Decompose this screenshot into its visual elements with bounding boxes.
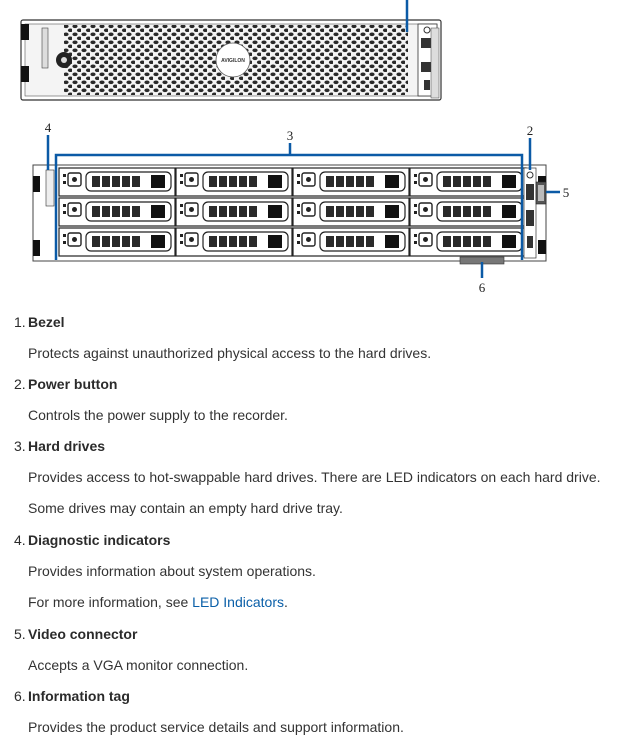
item-number: 4. [14, 532, 26, 548]
led-indicators-link[interactable]: LED Indicators [192, 594, 284, 610]
list-item-diagnostic-indicators: 4. Diagnostic indicators Provides inform… [0, 524, 631, 618]
item-title: Video connector [28, 626, 138, 642]
drive-tray [175, 167, 293, 197]
item-description: Provides information about system operat… [28, 563, 316, 579]
callout-4: 4 [45, 120, 52, 135]
vga-connector-icon [535, 181, 547, 205]
drive-tray [292, 227, 410, 257]
item-description: Provides access to hot-swappable hard dr… [28, 469, 601, 485]
drive-tray [409, 227, 527, 257]
item-description: Protects against unauthorized physical a… [28, 345, 432, 361]
list-item-bezel: 1. Bezel Protects against unauthorized p… [0, 306, 631, 368]
callout-2: 2 [527, 123, 534, 138]
callout-6: 6 [479, 280, 486, 295]
item-number: 3. [14, 438, 26, 454]
item-more-info: For more information, see LED Indicators… [28, 594, 631, 611]
item-number: 2. [14, 376, 26, 392]
drive-tray [409, 197, 527, 227]
callout-5: 5 [563, 185, 570, 200]
drive-tray [58, 197, 176, 227]
item-title: Diagnostic indicators [28, 532, 171, 548]
front-panel-illustration [32, 164, 547, 265]
item-title: Bezel [28, 314, 65, 330]
hard-drive-bays [58, 167, 527, 257]
more-info-suffix: . [284, 594, 288, 610]
item-description: Some drives may contain an empty hard dr… [28, 500, 343, 516]
drive-tray [175, 197, 293, 227]
list-item-video-connector: 5. Video connector Accepts a VGA monitor… [0, 618, 631, 680]
drive-tray [292, 167, 410, 197]
callout-lines [46, 135, 560, 278]
item-title: Power button [28, 376, 118, 392]
component-list: 1. Bezel Protects against unauthorized p… [0, 306, 631, 742]
item-number: 6. [14, 688, 26, 704]
item-description: Provides the product service details and… [28, 719, 404, 735]
callout-3: 3 [287, 128, 294, 143]
more-info-prefix: For more information, see [28, 594, 193, 610]
item-description: Controls the power supply to the recorde… [28, 407, 288, 423]
bezel-lock-icon [56, 52, 72, 68]
item-description: Accepts a VGA monitor connection. [28, 657, 249, 673]
list-item-information-tag: 6. Information tag Provides the product … [0, 680, 631, 742]
drive-tray [58, 227, 176, 257]
recorder-diagram: AVIGILON [20, 0, 570, 295]
bezel-logo: AVIGILON [215, 42, 251, 78]
right-control-panel [523, 167, 537, 259]
drive-tray [409, 167, 527, 197]
drive-tray [292, 197, 410, 227]
item-title: Hard drives [28, 438, 106, 454]
list-item-hard-drives: 3. Hard drives Provides access to hot-sw… [0, 430, 631, 524]
drive-tray [58, 167, 176, 197]
item-number: 1. [14, 314, 26, 330]
list-item-power-button: 2. Power button Controls the power suppl… [0, 368, 631, 430]
bezel-logo-text: AVIGILON [221, 58, 245, 64]
drive-tray [175, 227, 293, 257]
bezel-illustration: AVIGILON [20, 0, 442, 101]
item-number: 5. [14, 626, 26, 642]
item-title: Information tag [28, 688, 130, 704]
